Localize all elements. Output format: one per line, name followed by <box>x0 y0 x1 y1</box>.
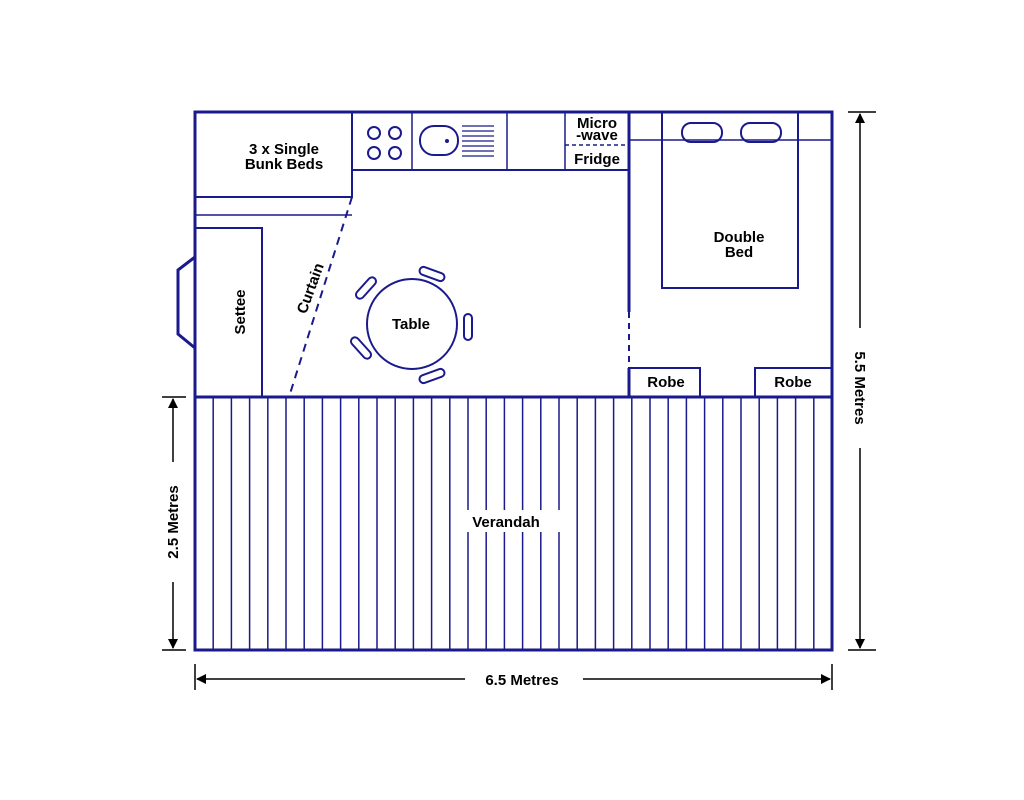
verandah-label: Verandah <box>472 514 540 531</box>
robe-right <box>754 367 833 398</box>
bunk-beds-label: Bunk Beds <box>245 156 323 173</box>
robe-left-label: Robe <box>647 374 685 391</box>
walls <box>193 110 834 652</box>
double-bed-label: Double <box>714 229 765 246</box>
outer-wall <box>193 110 834 652</box>
settee-label: Settee <box>232 289 249 334</box>
height-dimension <box>848 111 876 651</box>
robe-right-label: Robe <box>774 374 812 391</box>
bay-window <box>176 255 196 350</box>
chair-icon <box>418 265 446 283</box>
verandah-label-bg <box>452 510 560 532</box>
microwave-label: -wave <box>576 127 618 144</box>
kitchen-bench <box>352 112 629 171</box>
height-dimension-label: 5.5 Metres <box>851 351 868 424</box>
pillow-icon <box>681 122 723 143</box>
chair-icon <box>418 367 446 385</box>
width-dimension-label: 6.5 Metres <box>485 672 558 689</box>
verandah-depth-dimension <box>162 396 186 651</box>
microwave-label: Micro <box>577 115 617 132</box>
cooktop-icon <box>367 126 402 160</box>
curtain-line <box>288 196 353 398</box>
width-dimension <box>194 664 833 690</box>
sink-icon <box>419 125 494 157</box>
verandah-decking <box>212 397 815 650</box>
chair-icon <box>349 336 373 360</box>
table-label: Table <box>392 316 430 333</box>
robe-left <box>628 367 701 398</box>
dining-table <box>349 265 473 385</box>
chair-icon <box>463 313 473 341</box>
verandah-depth-label: 2.5 Metres <box>165 485 182 558</box>
double-bed <box>661 112 799 289</box>
bunk-beds-label: 3 x Single <box>249 141 319 158</box>
robes <box>628 367 833 398</box>
curtain-label: Curtain <box>294 261 328 316</box>
settee <box>194 227 263 398</box>
chair-icon <box>354 276 378 300</box>
double-bed-label: Bed <box>725 244 753 261</box>
pillow-icon <box>740 122 782 143</box>
fridge-label: Fridge <box>574 151 620 168</box>
